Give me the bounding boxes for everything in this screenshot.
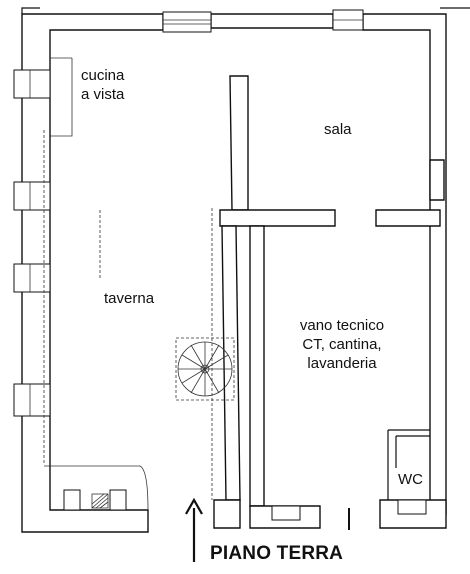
floor-title: PIANO TERRA (210, 543, 344, 564)
interior-walls (44, 75, 447, 530)
room-label-sala: sala (324, 121, 352, 138)
room-label-cucina: cucina a vista (81, 67, 125, 103)
kitchen-counter (50, 57, 73, 137)
room-label-vano-tecnico: vano tecnico CT, cantina, lavanderia (299, 317, 385, 372)
dashed-traces (43, 130, 213, 500)
room-label-wc: WC (398, 471, 423, 488)
room-label-taverna: taverna (104, 290, 155, 307)
spiral-staircase (175, 337, 235, 401)
entrance-arrow (185, 497, 203, 562)
windows (13, 9, 445, 417)
